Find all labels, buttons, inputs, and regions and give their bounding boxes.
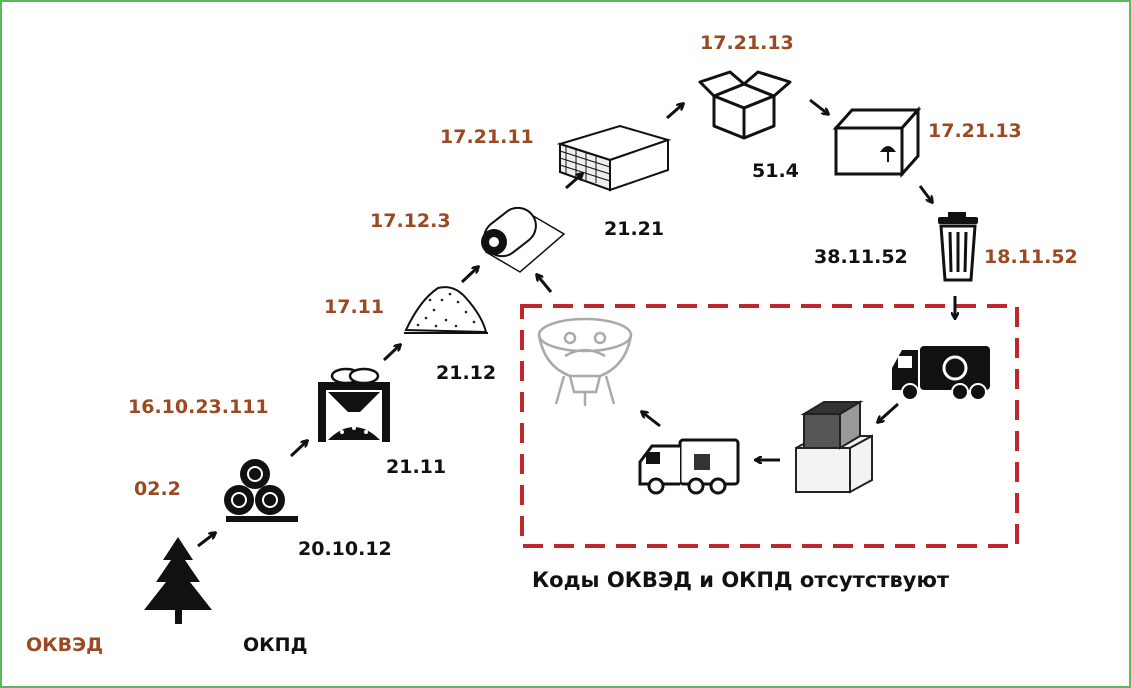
okved-trash-code: 18.11.52 (984, 246, 1078, 268)
flow-arrows (197, 98, 955, 548)
trash-can-icon (938, 212, 978, 282)
closed-box-icon (832, 106, 922, 178)
okved-sawmill-code: 16.10.23.111 (128, 396, 269, 418)
okved-board-code: 17.21.11 (440, 126, 534, 148)
missing-codes-caption: Коды ОКВЭД и ОКПД отсутствуют (532, 568, 950, 592)
open-box-icon (698, 70, 792, 140)
okved-closed-box-code: 17.21.13 (928, 120, 1022, 142)
okpd-sawmill-code: 21.11 (386, 456, 447, 478)
pulp-pile-icon (404, 286, 488, 334)
okpd-pulp-code: 21.12 (436, 362, 497, 384)
paper-roll-icon (481, 206, 566, 273)
okpd-logs-code: 20.10.12 (298, 538, 392, 560)
legend-okpd: ОКПД (243, 634, 308, 656)
dashed-region (520, 304, 1019, 548)
okpd-box-code: 51.4 (752, 160, 799, 182)
okved-open-box-code: 17.21.13 (700, 32, 794, 54)
legend-okved: ОКВЭД (26, 634, 104, 656)
delivery-truck-icon (638, 438, 740, 495)
box-stack-icon (795, 400, 873, 494)
sawmill-icon (318, 367, 390, 442)
cardboard-sheet-icon (556, 124, 672, 192)
okved-tree-code: 02.2 (134, 478, 181, 500)
okpd-trash-code: 38.11.52 (814, 246, 908, 268)
pulper-tank-icon (537, 317, 633, 406)
okved-paper-code: 17.12.3 (370, 210, 451, 232)
fir-tree-icon (144, 537, 212, 624)
recycling-truck-icon (892, 346, 990, 401)
okpd-paper-code: 21.21 (604, 218, 665, 240)
logs-icon (224, 459, 298, 522)
okved-pulp-code: 17.11 (324, 296, 385, 318)
